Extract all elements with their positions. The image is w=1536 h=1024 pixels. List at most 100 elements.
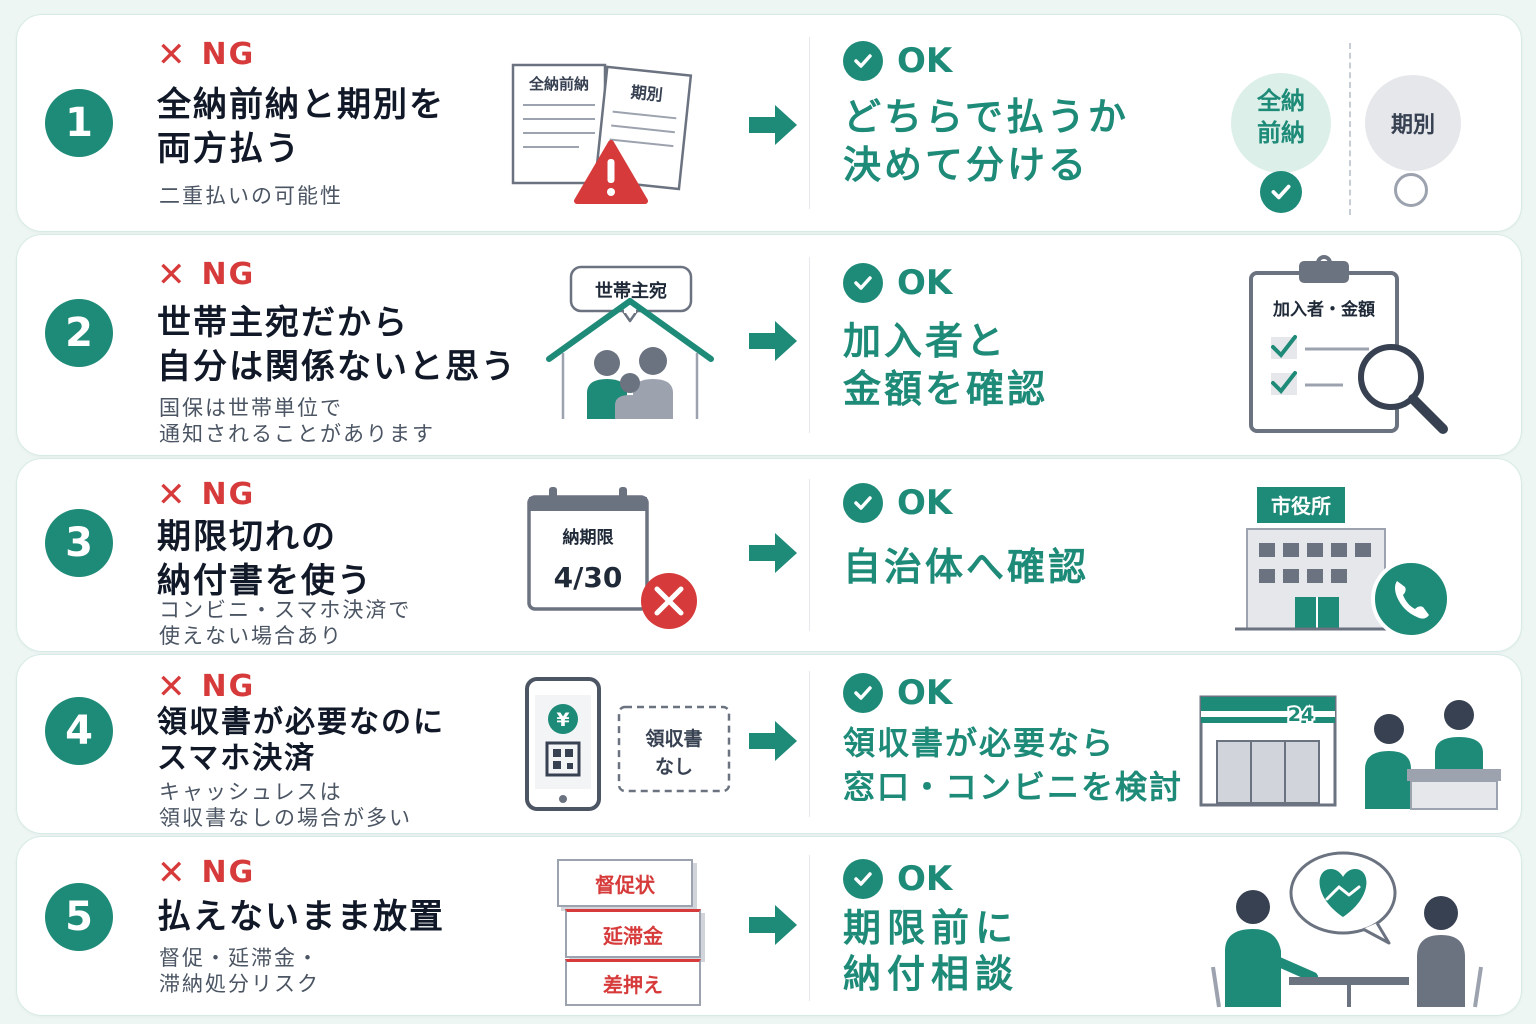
divider [809,855,810,1001]
notice-card-2: 延滞金 [565,909,701,958]
option-a-label: 全納 前納 [1257,87,1305,147]
building-label: 市役所 [1271,494,1331,518]
store-label: 24 [1288,704,1314,726]
arrow-right-icon [749,721,797,761]
family-house-illustration: 世帯主宛 [546,265,714,419]
ng-note: キャッシュレスは 領収書なしの場合が多い [159,780,412,830]
row-4: 4 ✕ NG 領収書が必要なのに スマホ決済 キャッシュレスは 領収書なしの場合… [16,654,1522,834]
phone-icon [1371,559,1451,639]
check-circle-icon [843,41,883,81]
speech-bubble-icon [1289,851,1397,945]
option-a-check-icon [1260,171,1302,213]
error-x-icon [641,573,697,629]
ok-tag: OK [843,859,952,899]
option-b-label: 期別 [1390,113,1435,138]
ok-title: 領収書が必要なら 窓口・コンビニを検討 [843,724,1184,806]
option-divider [1349,43,1351,215]
ng-note: 国保は世帯単位で 通知されることがあります [159,396,435,446]
calendar-expired-illustration: 納期限 4/30 [527,487,697,629]
ng-note: 二重払いの可能性 [159,184,343,208]
consultation-handshake-illustration [1211,851,1483,1008]
receipt-tag-label: 領収書 なし [645,728,703,778]
cross-icon: ✕ [157,474,188,515]
item-number: 3 [45,509,113,577]
convenience-store-counter-illustration: 24 [1199,695,1501,810]
ok-title: どちらで払うか 決めて分ける [843,95,1129,187]
row-3: 3 ✕ NG 期限切れの 納付書を使う コンビニ・スマホ決済で 使えない場合あり… [16,458,1522,652]
ng-note: 督促・延滞金・ 滞納処分リスク [159,946,320,996]
warning-icon [574,140,648,204]
ng-tag: ✕ NG [157,257,255,292]
divider [809,257,810,433]
option-choice-illustration: 全納 前納 期別 [1227,43,1467,219]
cross-icon: ✕ [157,34,188,75]
cross-icon: ✕ [157,666,188,707]
smartphone-no-receipt-illustration: ¥ [525,677,731,811]
divider [809,37,810,209]
ok-title: 期限前に 納付相談 [843,906,1020,996]
ng-title: 世帯主宛だから 自分は関係ないと思う [157,303,517,387]
ok-tag: OK [843,41,952,81]
ng-title: 領収書が必要なのに スマホ決済 [157,705,445,776]
ok-title: 自治体へ確認 [843,545,1090,589]
ng-label: NG [201,37,256,72]
check-circle-icon [843,673,883,713]
arrow-right-icon [749,105,797,145]
divider [809,671,810,817]
option-b-empty-circle-icon [1394,173,1428,207]
ok-label: OK [897,263,953,303]
cross-icon: ✕ [157,852,188,893]
ng-tag: ✕ NG [157,855,255,890]
ok-label: OK [897,41,953,81]
overdue-notices-illustration: 督促状 延滞金 差押え [551,855,721,1006]
ok-tag: OK [843,483,952,523]
item-number: 4 [45,697,113,765]
ok-title: 加入者と 金額を確認 [843,319,1049,411]
ok-tag: OK [843,673,952,713]
clipboard-magnifier-illustration: 加入者・金額 [1249,255,1448,434]
ok-label: OK [897,483,953,523]
arrow-right-icon [749,321,797,361]
ok-label: OK [897,673,953,713]
ng-title: 全納前納と期別を 両方払う [157,85,445,169]
ng-label: NG [201,855,256,890]
arrow-right-icon [749,533,797,573]
row-2: 2 ✕ NG 世帯主宛だから 自分は関係ないと思う 国保は世帯単位で 通知される… [16,234,1522,456]
clipboard-label: 加入者・金額 [1272,299,1375,320]
doc-right-label: 期別 [630,82,664,104]
ng-note: コンビニ・スマホ決済で 使えない場合あり [159,598,412,648]
notice-1-label: 督促状 [595,872,655,897]
bubble-label: 世帯主宛 [595,280,667,302]
yen-icon: ¥ [556,709,569,731]
check-circle-icon [843,483,883,523]
ok-tag: OK [843,263,952,303]
notice-3-label: 差押え [603,972,663,997]
ng-label: NG [201,477,256,512]
calendar-date: 4/30 [554,561,623,594]
item-number: 5 [45,883,113,951]
ng-title: 期限切れの 納付書を使う [157,517,373,601]
arrow-right-icon [749,905,797,945]
doc-left-label: 全納前納 [528,75,589,93]
ok-label: OK [897,859,953,899]
ng-label: NG [201,257,256,292]
check-circle-icon [843,263,883,303]
item-number: 1 [45,89,113,157]
divider [809,479,810,631]
calendar-label: 納期限 [563,527,614,548]
documents-warning-illustration: 期別 全納前納 [511,63,693,204]
city-hall-phone-illustration: 市役所 [1235,487,1451,639]
item-number: 2 [45,299,113,367]
ng-tag: ✕ NG [157,477,255,512]
option-a-circle [1231,73,1331,173]
cross-icon: ✕ [157,254,188,295]
option-b-circle [1365,75,1461,171]
row-1: 1 ✕ NG 全納前納と期別を 両方払う 二重払いの可能性 期別 全納前納 [16,14,1522,232]
check-circle-icon [843,859,883,899]
ng-title: 払えないまま放置 [157,897,445,937]
row-5: 5 ✕ NG 払えないまま放置 督促・延滞金・ 滞納処分リスク 督促状 延滞金 … [16,836,1522,1016]
notice-card-3: 差押え [565,959,701,1006]
notice-2-label: 延滞金 [603,923,663,948]
ng-label: NG [201,669,256,704]
